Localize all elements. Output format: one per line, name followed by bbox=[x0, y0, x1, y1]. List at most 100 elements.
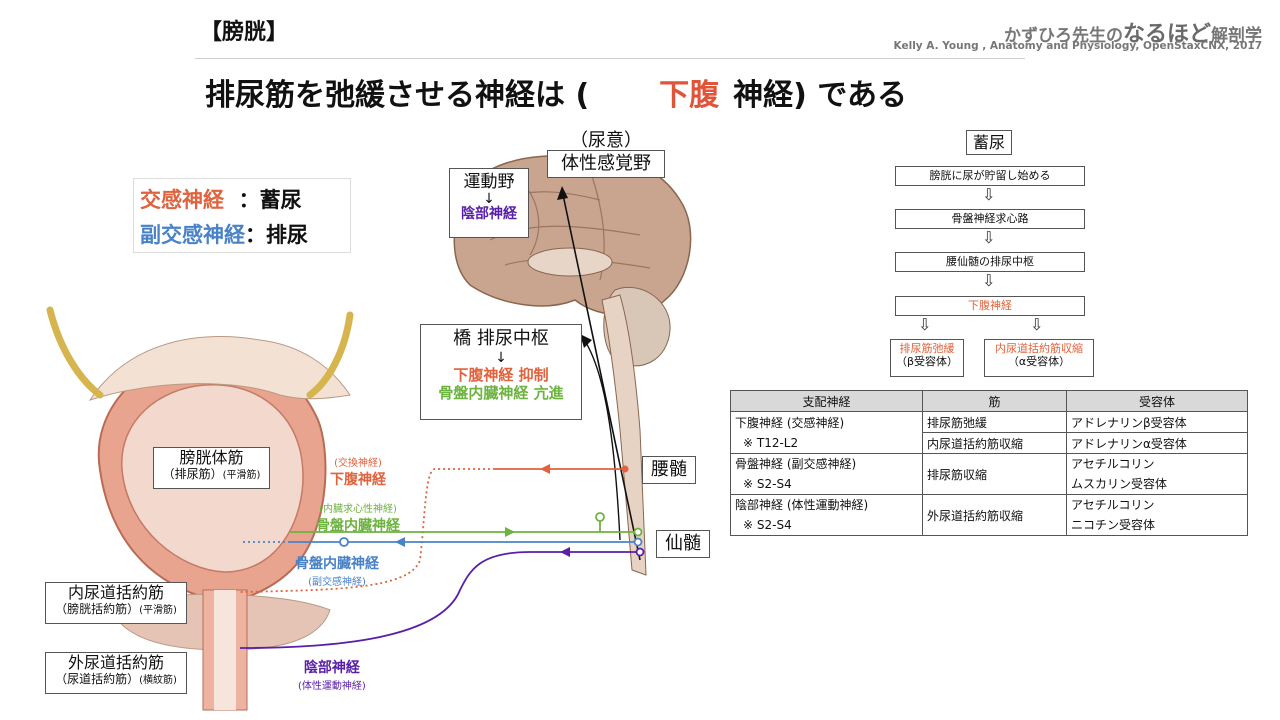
external-sphincter-sub: （尿道括約筋） bbox=[55, 672, 140, 687]
table-cell-muscle: 排尿筋収縮 bbox=[922, 453, 1067, 495]
flow-arrow-3: ⇩ bbox=[982, 271, 996, 290]
table-header-nerve: 支配神経 bbox=[730, 390, 923, 412]
internal-sphincter-type: (平滑筋) bbox=[139, 605, 177, 617]
receptor-line: アセチルコリン bbox=[1071, 457, 1155, 471]
internal-sphincter-title: 内尿道括約筋 bbox=[67, 583, 164, 602]
brand-main: なるほど bbox=[1122, 22, 1211, 47]
pons-title: 橋 排尿中枢 bbox=[453, 328, 549, 349]
detrusor-type: (平滑筋) bbox=[222, 470, 261, 482]
question-text: 排尿筋を弛緩させる神経は (下腹神経) である bbox=[205, 70, 907, 114]
table-cell-muscle: 内尿道括約筋収縮 bbox=[922, 432, 1067, 454]
legend-sympathetic-role: ：蓄尿 bbox=[238, 188, 302, 212]
flow-arrow-right: ⇩ bbox=[1030, 315, 1044, 334]
flow-right-line1: 内尿道括約筋収縮 bbox=[995, 342, 1083, 355]
urge-label: （尿意） bbox=[570, 130, 642, 151]
nerve-level: ※ S2-S4 bbox=[743, 477, 792, 491]
table-header-muscle: 筋 bbox=[922, 390, 1067, 412]
motor-pudendal-label: 陰部神経 bbox=[461, 206, 517, 223]
detrusor-label: 膀胱体筋 （排尿筋）(平滑筋) bbox=[153, 447, 270, 489]
flow-left-line1: 排尿筋弛緩 bbox=[899, 342, 955, 355]
pudendal-name: 陰部神経 bbox=[303, 660, 360, 676]
pelvic-efferent-small: (副交感神経) bbox=[308, 577, 366, 588]
pelvic-afferent-small: (内臓求心性神経) bbox=[319, 504, 397, 515]
pelvic-afferent-label: (内臓求心性神経) 骨盤内臓神経 bbox=[316, 500, 400, 535]
receptor-line: ニコチン受容体 bbox=[1071, 518, 1156, 532]
table-cell-receptor: アドレナリンβ受容体 bbox=[1066, 411, 1248, 433]
internal-sphincter-label: 内尿道括約筋 （膀胱括約筋）(平滑筋) bbox=[45, 582, 187, 624]
hypogastric-name: 下腹神経 bbox=[330, 472, 386, 488]
brand-logo: かずひろ先生のなるほど解剖学 bbox=[1004, 16, 1262, 48]
credit-text: Kelly A. Young , Anatomy and Physiology,… bbox=[893, 40, 1262, 52]
bladder-illustration bbox=[46, 306, 354, 711]
table-row: 下腹神経 (交感神経) ※ T12-L2 排尿筋弛緩 アドレナリンβ受容体 bbox=[730, 411, 1248, 454]
legend-parasympathetic-name: 副交感神経 bbox=[140, 223, 245, 247]
table-row: 陰部神経 (体性運動神経) ※ S2-S4 外尿道括約筋収縮 アセチルコリン ニ… bbox=[730, 494, 1248, 536]
external-sphincter-label: 外尿道括約筋 （尿道括約筋）(横紋筋) bbox=[45, 652, 187, 694]
external-sphincter-title: 外尿道括約筋 bbox=[67, 653, 164, 672]
flow-arrow-left: ⇩ bbox=[918, 315, 932, 334]
table-header-receptor: 受容体 bbox=[1066, 390, 1248, 412]
sensory-cortex-label: 体性感覚野 bbox=[547, 150, 665, 178]
table-cell-receptor: アセチルコリン ニコチン受容体 bbox=[1066, 494, 1248, 536]
motor-cortex-label: 運動野 bbox=[463, 172, 515, 192]
motor-cortex-box: 運動野 ↓ 陰部神経 bbox=[449, 168, 529, 238]
legend-sympathetic: 交感神経 ：蓄尿 bbox=[140, 184, 302, 214]
sensory-pathway-arrow bbox=[561, 189, 641, 561]
flow-right-result: 内尿道括約筋収縮 （α受容体） bbox=[984, 339, 1094, 377]
nerve-name: 下腹神経 (交感神経) bbox=[735, 415, 845, 430]
hypogastric-small: (交換神経) bbox=[334, 458, 382, 469]
table-cell-muscle: 排尿筋弛緩 bbox=[922, 411, 1067, 433]
pons-box: 橋 排尿中枢 ↓ 下腹神経 抑制 骨盤内臓神経 亢進 bbox=[420, 324, 582, 420]
flow-left-result: 排尿筋弛緩 （β受容体） bbox=[890, 339, 964, 377]
nerve-name: 骨盤神経 (副交感神経) bbox=[735, 457, 857, 471]
legend-parasympathetic-role: ：排尿 bbox=[245, 223, 308, 247]
question-before: 排尿筋を弛緩させる神経は ( bbox=[205, 78, 590, 113]
brand-suffix: 解剖学 bbox=[1211, 26, 1262, 46]
flow-step-4: 下腹神経 bbox=[895, 296, 1085, 316]
nerve-name: 陰部神経 (体性運動神経) bbox=[735, 498, 869, 512]
flow-arrow-2: ⇩ bbox=[982, 228, 996, 247]
table-cell-nerve: 骨盤神経 (副交感神経) ※ S2-S4 bbox=[730, 453, 923, 495]
hypogastric-nerve bbox=[239, 464, 629, 593]
section-title: 【膀胱】 bbox=[200, 20, 289, 45]
nerve-level: ※ T12-L2 bbox=[743, 435, 799, 450]
table-cell-nerve: 下腹神経 (交感神経) ※ T12-L2 bbox=[730, 411, 923, 454]
table-row: 骨盤神経 (副交感神経) ※ S2-S4 排尿筋収縮 アセチルコリン ムスカリン… bbox=[730, 453, 1248, 495]
pelvic-efferent-name: 骨盤内臓神経 bbox=[295, 556, 379, 572]
flow-title: 蓄尿 bbox=[966, 130, 1012, 156]
sacral-cord-label: 仙髄 bbox=[656, 530, 710, 558]
flow-arrow-1: ⇩ bbox=[982, 185, 996, 204]
pons-pelvic: 骨盤内臓神経 亢進 bbox=[438, 383, 564, 402]
receptor-line: アセチルコリン bbox=[1071, 498, 1155, 512]
flow-left-line2: （β受容体） bbox=[895, 355, 959, 369]
legend-box: 交感神経 ：蓄尿 副交感神経：排尿 bbox=[133, 178, 351, 253]
pelvic-efferent-nerve bbox=[240, 537, 643, 547]
legend-sympathetic-name: 交感神経 bbox=[140, 188, 224, 212]
pudendal-small: (体性運動神経) bbox=[298, 681, 366, 692]
flow-right-line2: （α受容体） bbox=[1007, 355, 1071, 369]
flow-step-3: 腰仙髄の排尿中枢 bbox=[895, 252, 1085, 272]
table-cell-nerve: 陰部神経 (体性運動神経) ※ S2-S4 bbox=[730, 494, 923, 536]
pelvic-afferent-name: 骨盤内臓神経 bbox=[316, 518, 400, 534]
question-answer: 下腹 bbox=[659, 78, 720, 113]
brand-prefix: かずひろ先生の bbox=[1003, 26, 1123, 46]
pudendal-label: 陰部神経 (体性運動神経) bbox=[298, 657, 366, 692]
pons-hypogastric: 下腹神経 抑制 bbox=[453, 365, 549, 384]
detrusor-title: 膀胱体筋 bbox=[179, 448, 244, 467]
pons-pathway-arrow bbox=[582, 337, 621, 541]
pons-arrow: ↓ bbox=[495, 349, 507, 366]
innervation-table: 支配神経 筋 受容体 下腹神経 (交感神経) ※ T12-L2 排尿筋弛緩 アド… bbox=[730, 390, 1248, 536]
internal-sphincter-sub: （膀胱括約筋） bbox=[55, 602, 140, 617]
pelvic-afferent-nerve bbox=[290, 512, 643, 537]
motor-arrow: ↓ bbox=[483, 191, 495, 208]
nerve-level: ※ S2-S4 bbox=[743, 518, 792, 532]
table-cell-receptor: アセチルコリン ムスカリン受容体 bbox=[1066, 453, 1248, 495]
table-cell-receptor: アドレナリンα受容体 bbox=[1066, 432, 1248, 454]
pudendal-nerve bbox=[239, 547, 645, 649]
detrusor-sub: （排尿筋） bbox=[162, 467, 223, 482]
flow-step-1: 膀胱に尿が貯留し始める bbox=[895, 166, 1085, 186]
table-cell-muscle: 外尿道括約筋収縮 bbox=[922, 494, 1067, 536]
pelvic-efferent-label: 骨盤内臓神経 (副交感神経) bbox=[295, 553, 379, 588]
lumbar-cord-label: 腰髄 bbox=[642, 456, 696, 484]
receptor-line: ムスカリン受容体 bbox=[1071, 477, 1168, 491]
